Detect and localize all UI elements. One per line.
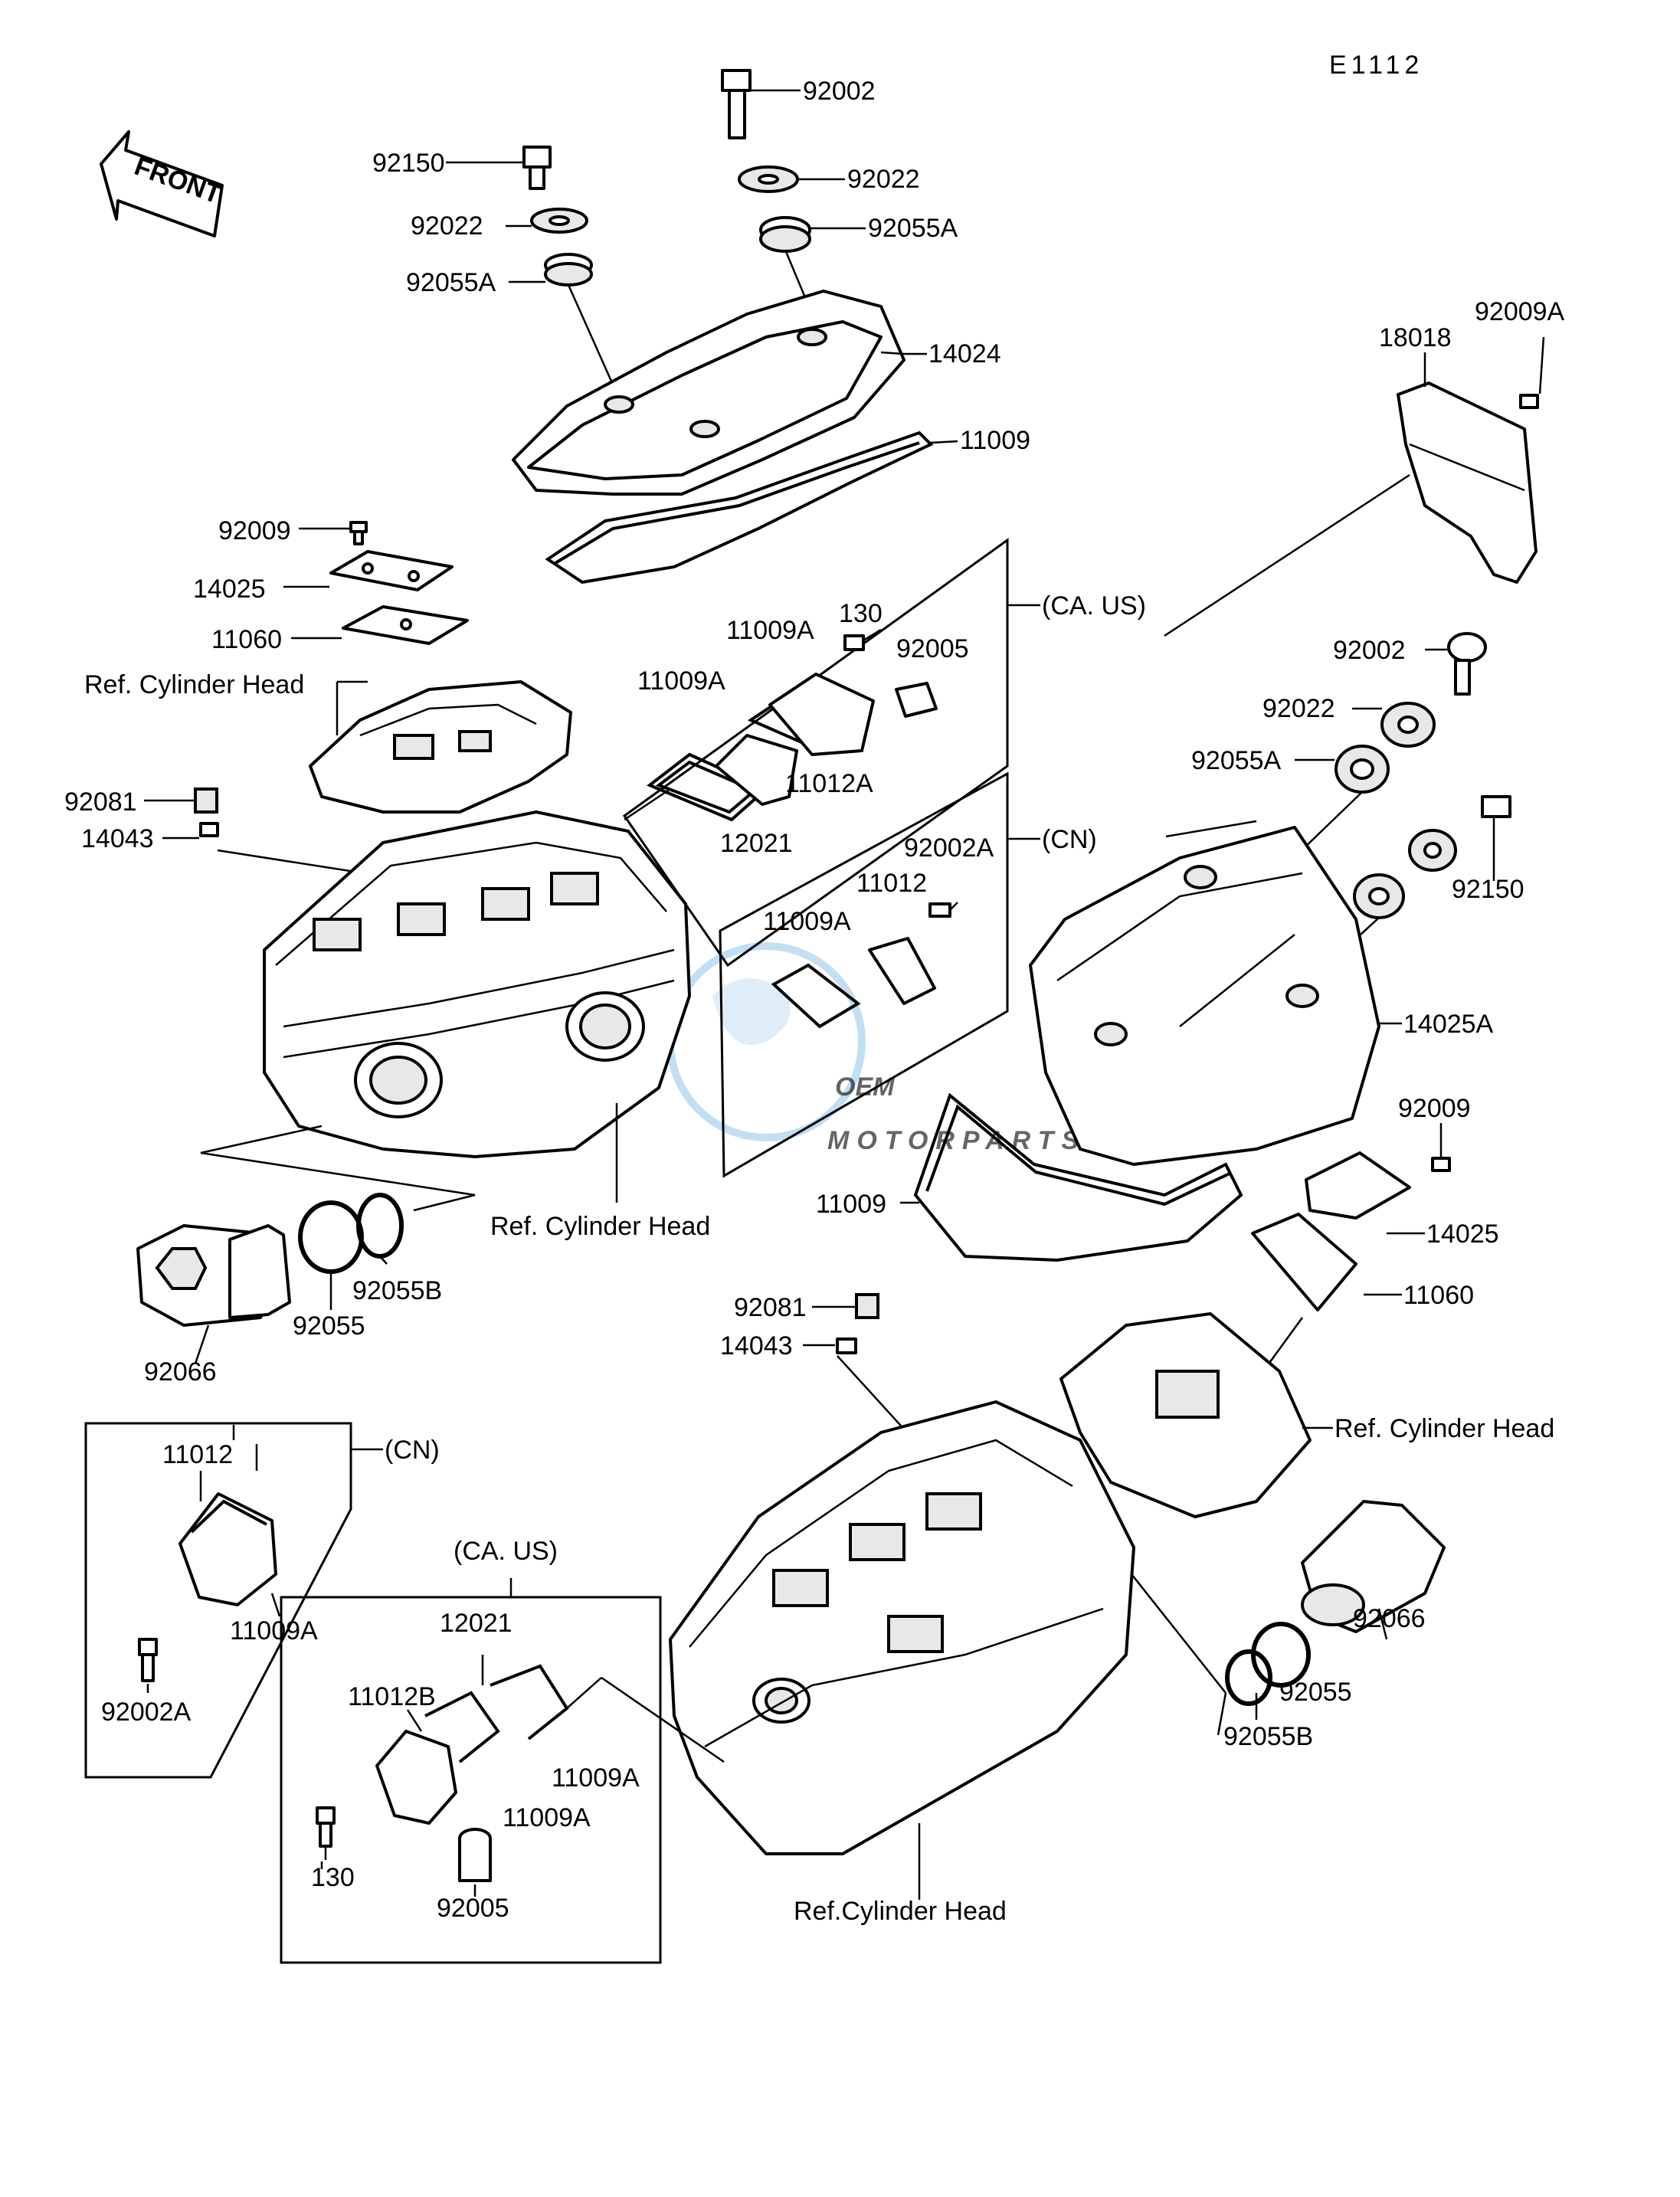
label-14043-left: 14043	[81, 824, 154, 853]
label-11009-top: 11009	[960, 426, 1030, 455]
intake-pipe-right	[1049, 1470, 1446, 1736]
label-92009A: 92009A	[1475, 297, 1565, 326]
leader-lines	[232, 820, 1295, 1897]
label-12021-lower: 12021	[440, 1609, 513, 1638]
ca-us-upper-group	[622, 538, 1040, 968]
cylinder-head-bottom	[669, 1400, 1135, 1900]
ref-cylinder-head-bottom: Ref.Cylinder Head	[794, 1897, 1007, 1926]
label-92081-left: 92081	[64, 787, 137, 817]
label-14024: 14024	[928, 339, 1001, 368]
labels: 92002 92022 92055A 92150 92022 92055A 14…	[64, 77, 1565, 1926]
label-92055A-top: 92055A	[868, 214, 958, 243]
top-valve-cover-fasteners	[446, 69, 866, 399]
label-92022-left: 92022	[411, 211, 483, 241]
label-130-upper: 130	[839, 599, 883, 628]
group-cn-lower: (CN)	[385, 1436, 440, 1465]
valve-cover-14025A	[1029, 826, 1402, 1166]
label-92022-right: 92022	[1262, 694, 1335, 723]
gasket-11009-top	[545, 431, 958, 584]
label-11012B: 11012B	[348, 1682, 436, 1711]
label-92005-upper: 92005	[896, 634, 969, 663]
upper-left-plate-parts	[283, 521, 572, 814]
label-14025-left: 14025	[193, 575, 266, 604]
label-92002A-upper: 92002A	[904, 833, 994, 863]
intake-pipe-left	[136, 1193, 476, 1364]
label-92009-left: 92009	[218, 516, 291, 545]
label-92009-right: 92009	[1398, 1094, 1471, 1123]
label-11060-left: 11060	[211, 625, 282, 654]
label-11012A: 11012A	[785, 769, 873, 798]
watermark-brand: OEM	[835, 1072, 895, 1102]
label-11009A-lower-2: 11009A	[503, 1803, 591, 1832]
label-92055B-left: 92055B	[352, 1276, 442, 1305]
label-92002-right: 92002	[1333, 636, 1406, 665]
label-92055B-right: 92055B	[1223, 1722, 1313, 1751]
front-arrow-icon: FRONT	[100, 130, 225, 237]
watermark: OEM MOTORPARTS	[666, 942, 1086, 1155]
label-92150-right: 92150	[1452, 875, 1524, 904]
label-92002-top: 92002	[803, 77, 876, 106]
label-92066-right: 92066	[1353, 1604, 1426, 1633]
label-130-lower: 130	[311, 1863, 355, 1892]
gasket-11009-mid	[900, 1092, 1243, 1262]
label-11012-lower: 11012	[162, 1440, 233, 1469]
label-92005-lower: 92005	[437, 1894, 509, 1923]
cn-upper-group	[719, 771, 1040, 1178]
cylinder-head-block-right	[1059, 1312, 1333, 1518]
label-11009A-lower-1: 11009A	[552, 1763, 640, 1793]
group-ca-us-upper: (CA. US)	[1042, 591, 1146, 620]
ca-us-lower-group	[280, 1578, 725, 1964]
label-92055A-left: 92055A	[406, 268, 496, 297]
label-92150-left: 92150	[372, 149, 445, 178]
label-11009A-upper-2: 11009A	[637, 666, 725, 696]
label-92022-top: 92022	[847, 165, 920, 194]
watermark-subtitle: MOTORPARTS	[827, 1126, 1086, 1155]
label-92002A-lower: 92002A	[101, 1698, 192, 1727]
ref-cylinder-head-upper-left: Ref. Cylinder Head	[84, 670, 304, 699]
cylinder-head-left	[200, 810, 691, 1203]
group-cn-upper: (CN)	[1042, 825, 1097, 854]
ref-cylinder-head-mid-left: Ref. Cylinder Head	[490, 1212, 710, 1241]
label-14043-mid: 14043	[720, 1331, 793, 1360]
label-14025A: 14025A	[1403, 1010, 1494, 1039]
diagram-code: E1112	[1329, 51, 1423, 80]
label-11060-right: 11060	[1403, 1281, 1474, 1310]
label-92081-mid: 92081	[734, 1293, 807, 1322]
valve-cover-14024	[512, 290, 927, 496]
label-11012-upper: 11012	[856, 869, 927, 898]
label-92055-right: 92055	[1279, 1678, 1352, 1707]
label-11009-mid: 11009	[816, 1190, 886, 1219]
label-12021-upper: 12021	[720, 829, 793, 858]
right-valve-cover-fasteners	[1110, 336, 1545, 1035]
label-11009A-cn: 11009A	[763, 907, 851, 936]
label-92055A-right: 92055A	[1191, 746, 1282, 775]
label-92055-left: 92055	[293, 1311, 365, 1341]
label-11009A-upper-1: 11009A	[726, 616, 814, 645]
ref-cylinder-head-right: Ref. Cylinder Head	[1335, 1414, 1554, 1443]
right-plate-parts	[1240, 1123, 1451, 1403]
label-11009A-lower-cn: 11009A	[230, 1616, 318, 1645]
group-ca-us-lower: (CA. US)	[454, 1537, 558, 1566]
label-14025-right: 14025	[1426, 1220, 1499, 1249]
label-92066-left: 92066	[144, 1357, 217, 1387]
label-18018: 18018	[1379, 323, 1452, 352]
